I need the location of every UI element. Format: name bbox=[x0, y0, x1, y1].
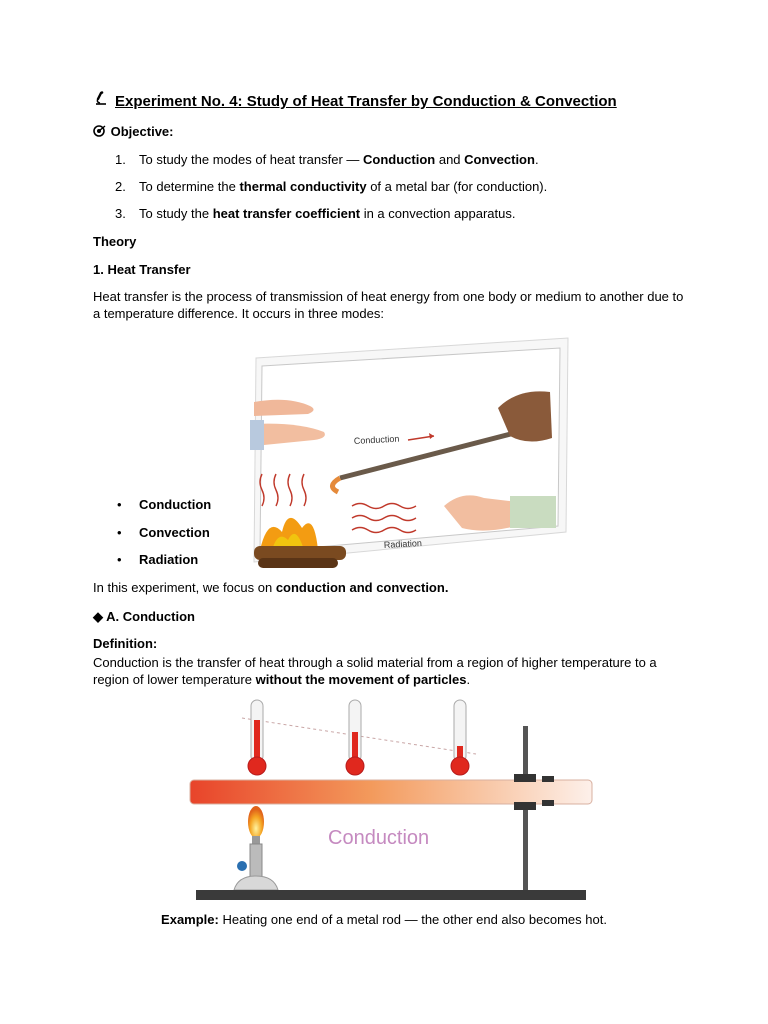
thermometer-icon bbox=[247, 699, 267, 776]
definition-text: . bbox=[466, 672, 471, 687]
item-text: To study the bbox=[139, 206, 213, 221]
example-label: Example: bbox=[161, 912, 219, 927]
conduction-label: Conduction bbox=[328, 827, 429, 849]
definition-paragraph: Conduction is the transfer of heat throu… bbox=[93, 654, 693, 688]
theory-heading: Theory bbox=[93, 234, 137, 249]
item-text: To determine the bbox=[139, 179, 240, 194]
item-text: of a metal bar (for conduction). bbox=[366, 179, 548, 194]
thermometer-icon bbox=[345, 699, 365, 776]
bullet-icon: • bbox=[117, 525, 122, 540]
bullet-icon: • bbox=[117, 497, 122, 512]
list-number: 3. bbox=[115, 206, 126, 221]
item-text: To study the modes of heat transfer — bbox=[139, 152, 364, 167]
list-number: 1. bbox=[115, 152, 126, 167]
objective-item: 2.To determine the thermal conductivity … bbox=[115, 179, 547, 194]
definition-heading: Definition: bbox=[93, 636, 158, 651]
conduction-figure-label: Conduction bbox=[354, 434, 400, 446]
list-item-text: Conduction bbox=[139, 497, 212, 512]
item-bold: heat transfer coefficient bbox=[212, 206, 361, 221]
radiation-figure-label: Radiation bbox=[384, 538, 423, 550]
heat-transfer-heading: 1. Heat Transfer bbox=[93, 262, 191, 277]
item-text: . bbox=[534, 152, 539, 167]
example-text: Heating one end of a metal rod — the oth… bbox=[218, 912, 607, 927]
objective-item: 1.To study the modes of heat transfer — … bbox=[115, 152, 539, 167]
objective-item: 3. To study the heat transfer coefficient… bbox=[115, 206, 515, 221]
list-item: • Conduction bbox=[117, 497, 211, 512]
list-item: • Convection bbox=[117, 525, 210, 540]
objective-heading-text: Objective: bbox=[110, 124, 174, 139]
list-item-text: Convection bbox=[139, 525, 210, 540]
item-text: in a convection apparatus. bbox=[360, 206, 516, 221]
example-caption: Example: Heating one end of a metal rod … bbox=[0, 912, 768, 927]
list-number: 2. bbox=[115, 179, 126, 194]
definition-bold: without the movement of particles bbox=[255, 672, 467, 687]
focus-text: In this experiment, we focus on bbox=[93, 580, 276, 595]
focus-bold: conduction and convection. bbox=[275, 580, 449, 595]
target-icon bbox=[93, 124, 111, 139]
item-text: and bbox=[435, 152, 465, 167]
item-bold: Conduction bbox=[363, 152, 436, 167]
page-title-text: Experiment No. 4: Study of Heat Transfer… bbox=[115, 93, 617, 110]
section-a-heading-text: A. Conduction bbox=[106, 609, 195, 624]
objective-heading: Objective: bbox=[93, 124, 173, 139]
thermometer-icon bbox=[450, 699, 470, 776]
diamond-icon: ◆ bbox=[93, 609, 103, 624]
section-a-heading: ◆ A. Conduction bbox=[93, 609, 195, 625]
definition-text: Conduction is the transfer of heat throu… bbox=[93, 655, 657, 687]
item-bold: Convection bbox=[464, 152, 535, 167]
microscope-icon bbox=[93, 90, 111, 110]
bullet-icon: • bbox=[117, 552, 122, 567]
heat-transfer-modes-figure: Conduction Radiation bbox=[248, 336, 578, 582]
page-title: Experiment No. 4: Study of Heat Transfer… bbox=[93, 90, 617, 110]
conduction-apparatus-figure: Conduction bbox=[186, 696, 602, 908]
list-item: • Radiation bbox=[117, 552, 198, 567]
focus-statement: In this experiment, we focus on conducti… bbox=[93, 580, 448, 595]
item-bold: thermal conductivity bbox=[239, 179, 367, 194]
list-item-text: Radiation bbox=[139, 552, 199, 567]
heat-transfer-paragraph: Heat transfer is the process of transmis… bbox=[93, 289, 684, 321]
